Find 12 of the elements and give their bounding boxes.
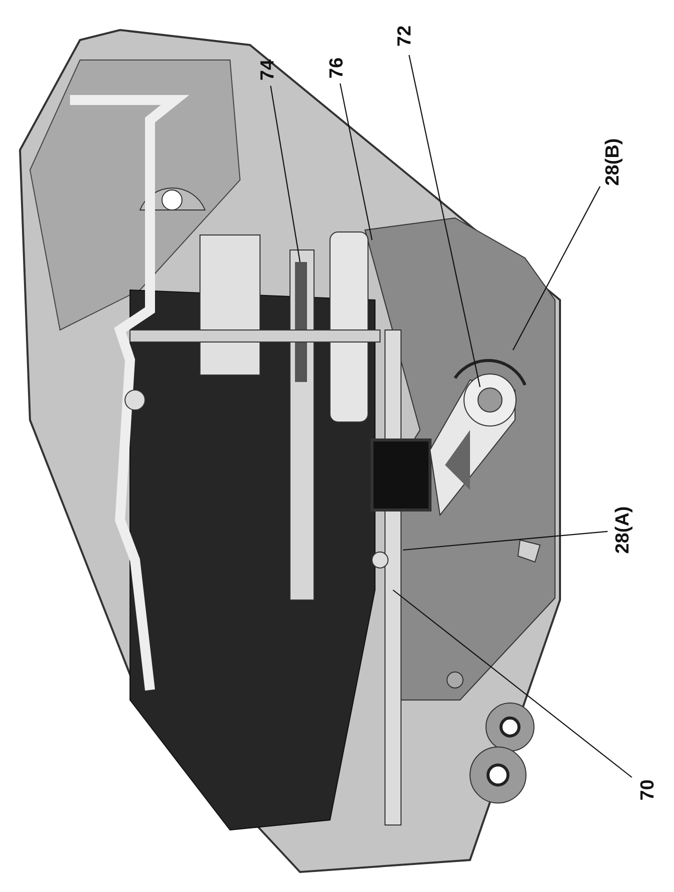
leader-line <box>402 530 608 551</box>
callout-number: 76 <box>328 57 346 79</box>
callout-number: 28(B) <box>604 138 622 186</box>
leader-line <box>512 186 600 350</box>
callout-number: 74 <box>258 59 278 81</box>
leader-line <box>340 83 373 240</box>
callout-number: 72 <box>396 25 414 47</box>
leader-line <box>392 590 632 778</box>
leader-line <box>270 86 301 262</box>
leader-line <box>408 54 481 388</box>
callout-number: 70 <box>638 779 658 801</box>
callout-number: 28(A) <box>614 506 632 554</box>
